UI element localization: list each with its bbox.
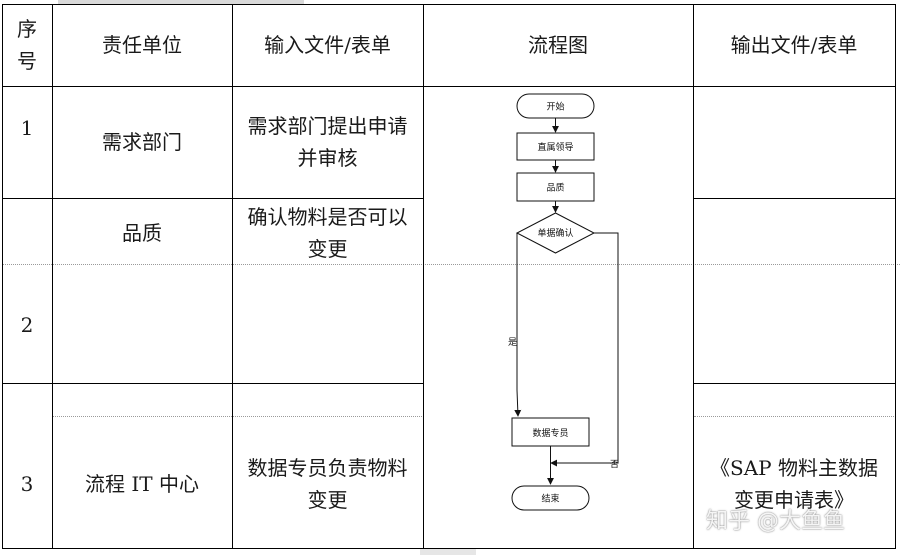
- flow-edge-yes: [514, 233, 522, 417]
- row2-bottom-line-right: [694, 383, 896, 384]
- row1-input-line1: 需求部门提出申请: [247, 114, 408, 138]
- row1b-input-line1: 确认物料是否可以: [247, 205, 408, 229]
- page-break-line: [2, 264, 900, 265]
- col-divider-seq: [52, 4, 53, 548]
- flow-supervisor-node: [516, 132, 595, 161]
- table-border-right: [895, 4, 896, 548]
- col-divider-unit: [232, 4, 233, 548]
- header-unit: 责任单位: [102, 33, 182, 57]
- flow-quality-node: [516, 172, 595, 202]
- table-border-left: [2, 4, 3, 548]
- row3-output: 《SAP 物料主数据 变更申请表》: [693, 420, 895, 548]
- row1b-input-line2: 变更: [307, 237, 348, 261]
- row3-output-line1: 《SAP 物料主数据: [710, 456, 878, 480]
- table-border-bottom: [2, 548, 896, 549]
- header-flow: 流程图: [528, 33, 588, 57]
- row1-input: 需求部门提出申请 并审核: [232, 86, 423, 198]
- col-divider-flow: [693, 4, 694, 548]
- row3-input: 数据专员负责物料 变更: [232, 420, 423, 548]
- flow-start-label: 开始: [546, 101, 564, 113]
- flow-decision-label: 单据确认: [537, 227, 573, 239]
- row-split-dotted-line: [52, 416, 424, 417]
- flow-supervisor-label: 直属领导: [537, 141, 573, 153]
- row1b-unit: 品质: [122, 221, 162, 245]
- row-split-dotted-line-right: [694, 416, 896, 417]
- row3-unit: 流程 IT 中心: [85, 472, 199, 496]
- zhihu-watermark: 知乎 @大鱼鱼: [706, 509, 845, 534]
- row1b-input: 确认物料是否可以 变更: [232, 198, 423, 268]
- row3-seq: 3: [20, 472, 34, 496]
- top-strip: [0, 0, 900, 4]
- flow-quality-label: 品质: [546, 182, 564, 194]
- row1-bottom-line-left: [2, 198, 424, 199]
- bottom-strip: [420, 549, 476, 555]
- table-border-top: [2, 4, 896, 5]
- flow-edge-no: [550, 232, 619, 467]
- header-bottom-line: [2, 86, 896, 87]
- row1-input-line2: 并审核: [297, 146, 358, 170]
- flow-data-specialist-label: 数据专员: [532, 427, 568, 439]
- flow-end-label: 结束: [541, 493, 559, 505]
- row3-output-line2: 变更申请表》: [734, 488, 854, 512]
- top-strip-shade: [58, 0, 304, 4]
- flow-decision-node: [515, 212, 596, 254]
- row3-input-line1: 数据专员负责物料: [247, 456, 408, 480]
- header-input: 输入文件/表单: [264, 33, 391, 57]
- flow-end-node: [511, 485, 590, 511]
- row3-input-line2: 变更: [307, 488, 348, 512]
- row2-bottom-line-left: [2, 383, 424, 384]
- flow-no-label: 否: [610, 459, 619, 470]
- row1-bottom-line-right: [694, 198, 896, 199]
- flow-yes-label: 是: [508, 337, 517, 348]
- header-output: 输出文件/表单: [730, 33, 858, 57]
- row1-seq: 1: [20, 116, 34, 140]
- col-divider-input: [423, 4, 424, 548]
- flow-data-specialist-node: [511, 417, 590, 447]
- row2-seq: 2: [20, 313, 34, 337]
- header-seq: 序号: [17, 17, 37, 73]
- row1-unit: 需求部门: [102, 130, 182, 154]
